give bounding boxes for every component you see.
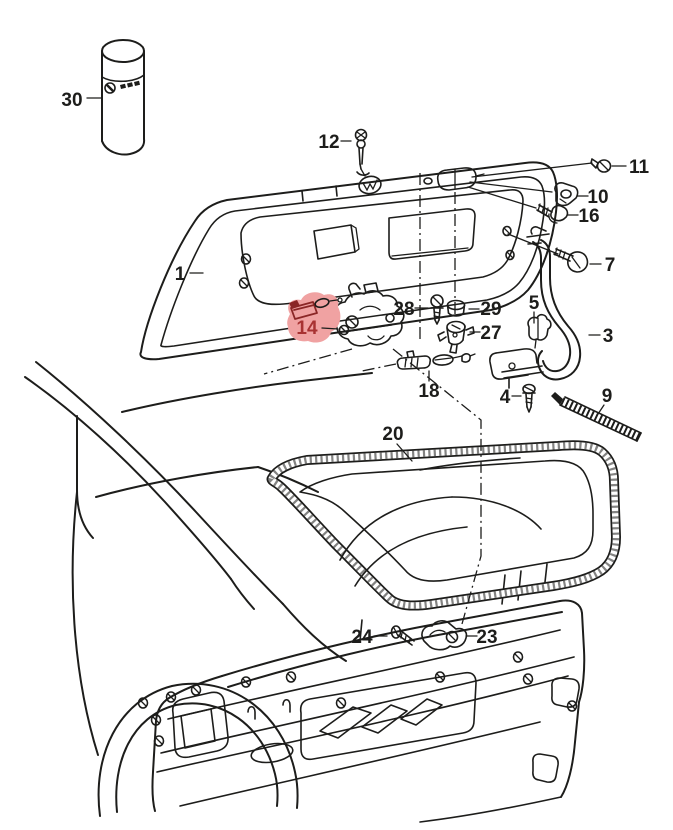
part-label-27[interactable]: 27 [480, 323, 501, 344]
screw-24 [390, 625, 415, 646]
screw-28 [430, 294, 444, 325]
part-label-7[interactable]: 7 [605, 255, 616, 276]
part-label-20[interactable]: 20 [382, 424, 403, 445]
part-label-3[interactable]: 3 [603, 326, 614, 347]
screw-11 [590, 158, 612, 173]
part-label-14[interactable]: 14 [296, 318, 318, 339]
clip-5 [527, 313, 552, 349]
part-labels: 30 12 11 10 16 7 1 28 29 27 5 3 14 18 4 … [61, 90, 649, 648]
screw-4 [522, 383, 536, 413]
part-label-12[interactable]: 12 [318, 132, 339, 153]
bolt-7 [553, 247, 589, 273]
trunk-lid-1 [139, 161, 558, 361]
part-label-30[interactable]: 30 [61, 90, 82, 111]
part-label-24[interactable]: 24 [351, 627, 373, 648]
spray-can-30 [101, 39, 146, 156]
rear-body-panel [137, 563, 586, 823]
leader-lines [86, 97, 627, 637]
panel-screw-holes [137, 651, 578, 747]
vw-emblem [358, 175, 382, 195]
part-label-9[interactable]: 9 [602, 386, 613, 407]
part-label-1[interactable]: 1 [175, 264, 186, 285]
part-label-23[interactable]: 23 [476, 627, 497, 648]
part-label-28[interactable]: 28 [393, 299, 414, 320]
part-label-11[interactable]: 11 [629, 157, 650, 178]
rod-18 [396, 350, 476, 370]
hinge-3 [489, 226, 582, 389]
part-label-16[interactable]: 16 [578, 206, 599, 227]
screw-12 [354, 128, 368, 177]
trunk-seal-20 [266, 440, 621, 611]
bolt-16 [536, 203, 569, 224]
torsion-spring-9 [551, 392, 642, 442]
part-label-18[interactable]: 18 [418, 381, 439, 402]
construction-lines [263, 173, 482, 625]
lock-cylinder-27 [437, 320, 475, 354]
trunk-opening-interior [299, 457, 594, 587]
part-label-10[interactable]: 10 [587, 187, 608, 208]
nut-10 [554, 182, 579, 207]
part-label-29[interactable]: 29 [480, 299, 501, 320]
trunk-latch [334, 282, 405, 347]
part-label-4[interactable]: 4 [500, 387, 511, 408]
grommet-29 [446, 299, 466, 317]
part-label-5[interactable]: 5 [529, 293, 540, 314]
striker-23 [421, 620, 468, 651]
lock-actuator-14 [287, 292, 343, 343]
car-body-outline [24, 361, 373, 817]
